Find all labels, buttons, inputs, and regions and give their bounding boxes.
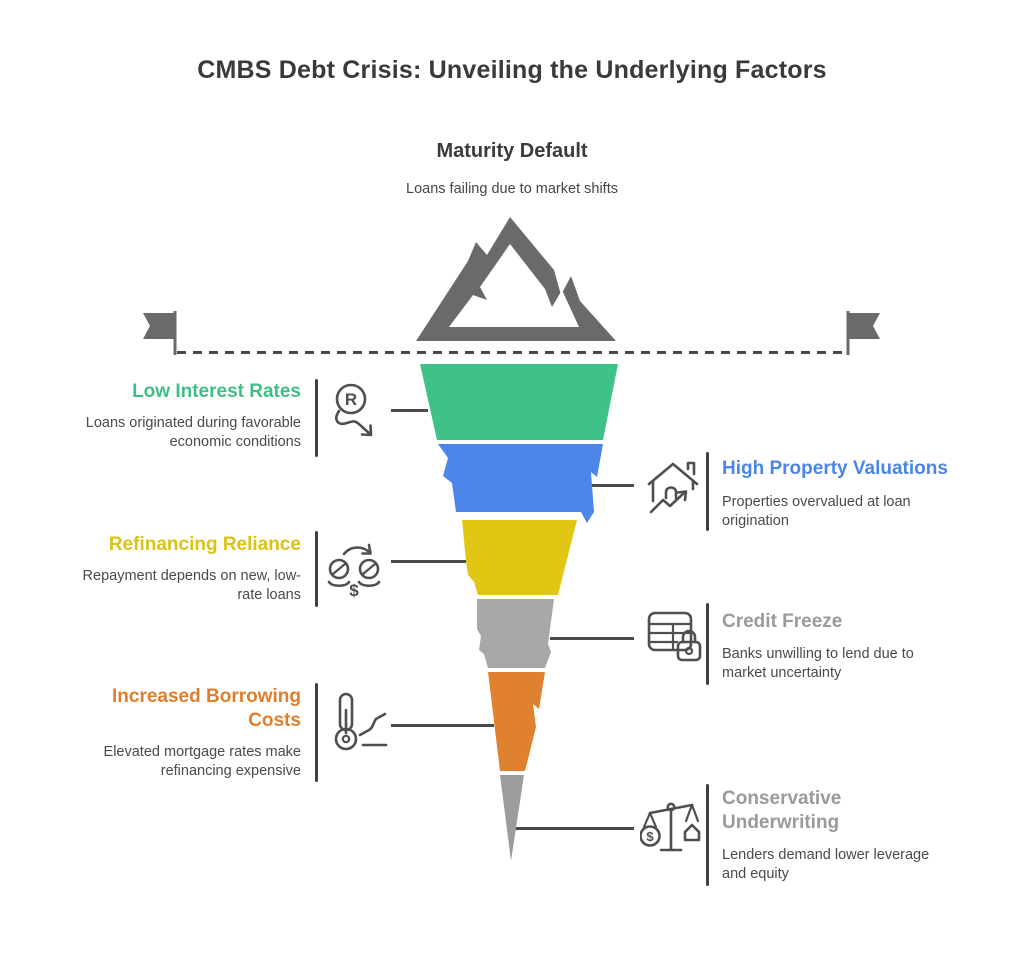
factor-heading: High Property Valuations xyxy=(722,458,948,479)
baseline-dashed-line xyxy=(177,351,845,354)
funnel-segment-increased-borrowing-costs xyxy=(488,672,545,771)
connector-credit-freeze xyxy=(550,637,634,640)
factor-heading: Low Interest Rates xyxy=(132,381,301,402)
apex-heading: Maturity Default xyxy=(436,140,588,162)
divider-increased-borrowing-costs xyxy=(315,683,318,782)
right-flag-icon xyxy=(844,309,884,362)
svg-text:R: R xyxy=(345,390,357,409)
factor-description: Properties overvalued at loan originatio… xyxy=(722,493,911,530)
balance-scale-icon: $ xyxy=(640,796,702,858)
factor-description: Banks unwilling to lend due to market un… xyxy=(722,645,914,682)
funnel-diagram xyxy=(420,364,618,861)
rate-decline-icon: R xyxy=(326,382,388,444)
connector-high-property-valuations xyxy=(588,484,634,487)
funnel-segment-credit-freeze xyxy=(477,599,554,668)
factor-heading: Conservative Underwriting xyxy=(722,788,842,833)
funnel-segment-refinancing-reliance xyxy=(462,520,577,595)
connector-conservative-underwriting xyxy=(512,827,634,830)
factor-high-property-valuations: High Property Valuations Properties over… xyxy=(722,457,992,531)
svg-text:$: $ xyxy=(646,829,654,844)
divider-low-interest-rates xyxy=(315,379,318,457)
funnel-segment-conservative-underwriting xyxy=(500,775,524,861)
factor-description: Loans originated during favorable econom… xyxy=(85,414,301,451)
factor-refinancing-reliance: Refinancing Reliance Repayment depends o… xyxy=(71,533,301,605)
connector-low-interest-rates xyxy=(391,409,428,412)
mountain-icon xyxy=(413,215,619,348)
factor-description: Lenders demand lower leverage and equity xyxy=(722,846,930,882)
svg-text:$: $ xyxy=(349,581,359,600)
left-flag-icon xyxy=(139,309,179,362)
factor-description: Repayment depends on new, low-rate loans xyxy=(82,567,301,604)
divider-credit-freeze xyxy=(706,603,709,685)
page-title: CMBS Debt Crisis: Unveiling the Underlyi… xyxy=(197,56,827,84)
factor-conservative-underwriting: Conservative Underwriting Lenders demand… xyxy=(722,787,954,884)
house-appreciation-icon xyxy=(643,456,703,518)
factor-description: Elevated mortgage rates make refinancing… xyxy=(103,743,301,779)
apex-subheading: Loans failing due to market shifts xyxy=(406,181,618,197)
divider-high-property-valuations xyxy=(706,452,709,531)
ledger-lock-icon xyxy=(645,608,705,666)
factor-low-interest-rates: Low Interest Rates Loans originated duri… xyxy=(56,380,301,452)
funnel-segment-high-property-valuations xyxy=(438,444,603,523)
connector-increased-borrowing-costs xyxy=(391,724,494,727)
factor-credit-freeze: Credit Freeze Banks unwilling to lend du… xyxy=(722,610,944,683)
funnel-segment-low-interest-rates xyxy=(420,364,618,440)
divider-conservative-underwriting xyxy=(706,784,709,886)
factor-heading: Credit Freeze xyxy=(722,611,843,632)
connector-refinancing-reliance xyxy=(391,560,466,563)
factor-heading: Refinancing Reliance xyxy=(108,534,301,555)
divider-refinancing-reliance xyxy=(315,531,318,607)
coin-exchange-icon: $ xyxy=(324,540,388,602)
thermometer-rising-icon xyxy=(330,690,388,752)
factor-heading: Increased Borrowing Costs xyxy=(112,686,301,731)
factor-increased-borrowing-costs: Increased Borrowing Costs Elevated mortg… xyxy=(81,685,301,781)
